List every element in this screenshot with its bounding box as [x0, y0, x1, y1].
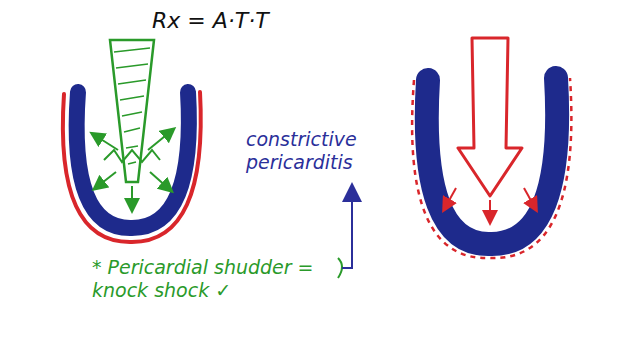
heart-normal [63, 40, 201, 242]
sign-note: * Pericardial shudder = knock shock ✓ [92, 256, 332, 302]
diagnosis-label: constrictive pericarditis [246, 128, 396, 174]
heart-constricted [412, 38, 571, 258]
treatment-note: Rx = A·T·T [152, 8, 269, 34]
leader-arrow [338, 192, 352, 278]
